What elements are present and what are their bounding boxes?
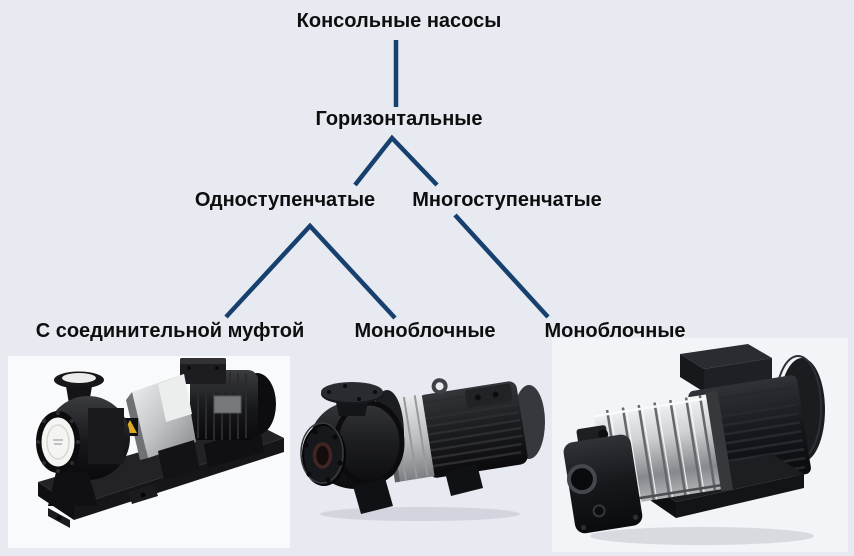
- node-console-pumps: Консольные насосы: [296, 10, 502, 32]
- pump-photo-long-coupled: [8, 356, 290, 548]
- line-multi-to-monoblock: [453, 213, 550, 319]
- pump-photo-monoblock-multistage: [552, 338, 848, 552]
- line-single-stage-branches: [224, 222, 397, 320]
- node-single-stage: Одноступенчатые: [194, 189, 376, 211]
- node-horizontal: Горизонтальные: [315, 108, 483, 130]
- node-monoblock-single: Моноблочные: [354, 320, 496, 342]
- node-multi-stage: Многоступенчатые: [412, 189, 602, 211]
- line-horizontal-branches: [353, 134, 439, 187]
- pump-photo-monoblock-single-stage: [295, 366, 550, 524]
- node-coupled: С соединительной муфтой: [35, 320, 305, 342]
- node-monoblock-multi: Моноблочные: [544, 320, 686, 342]
